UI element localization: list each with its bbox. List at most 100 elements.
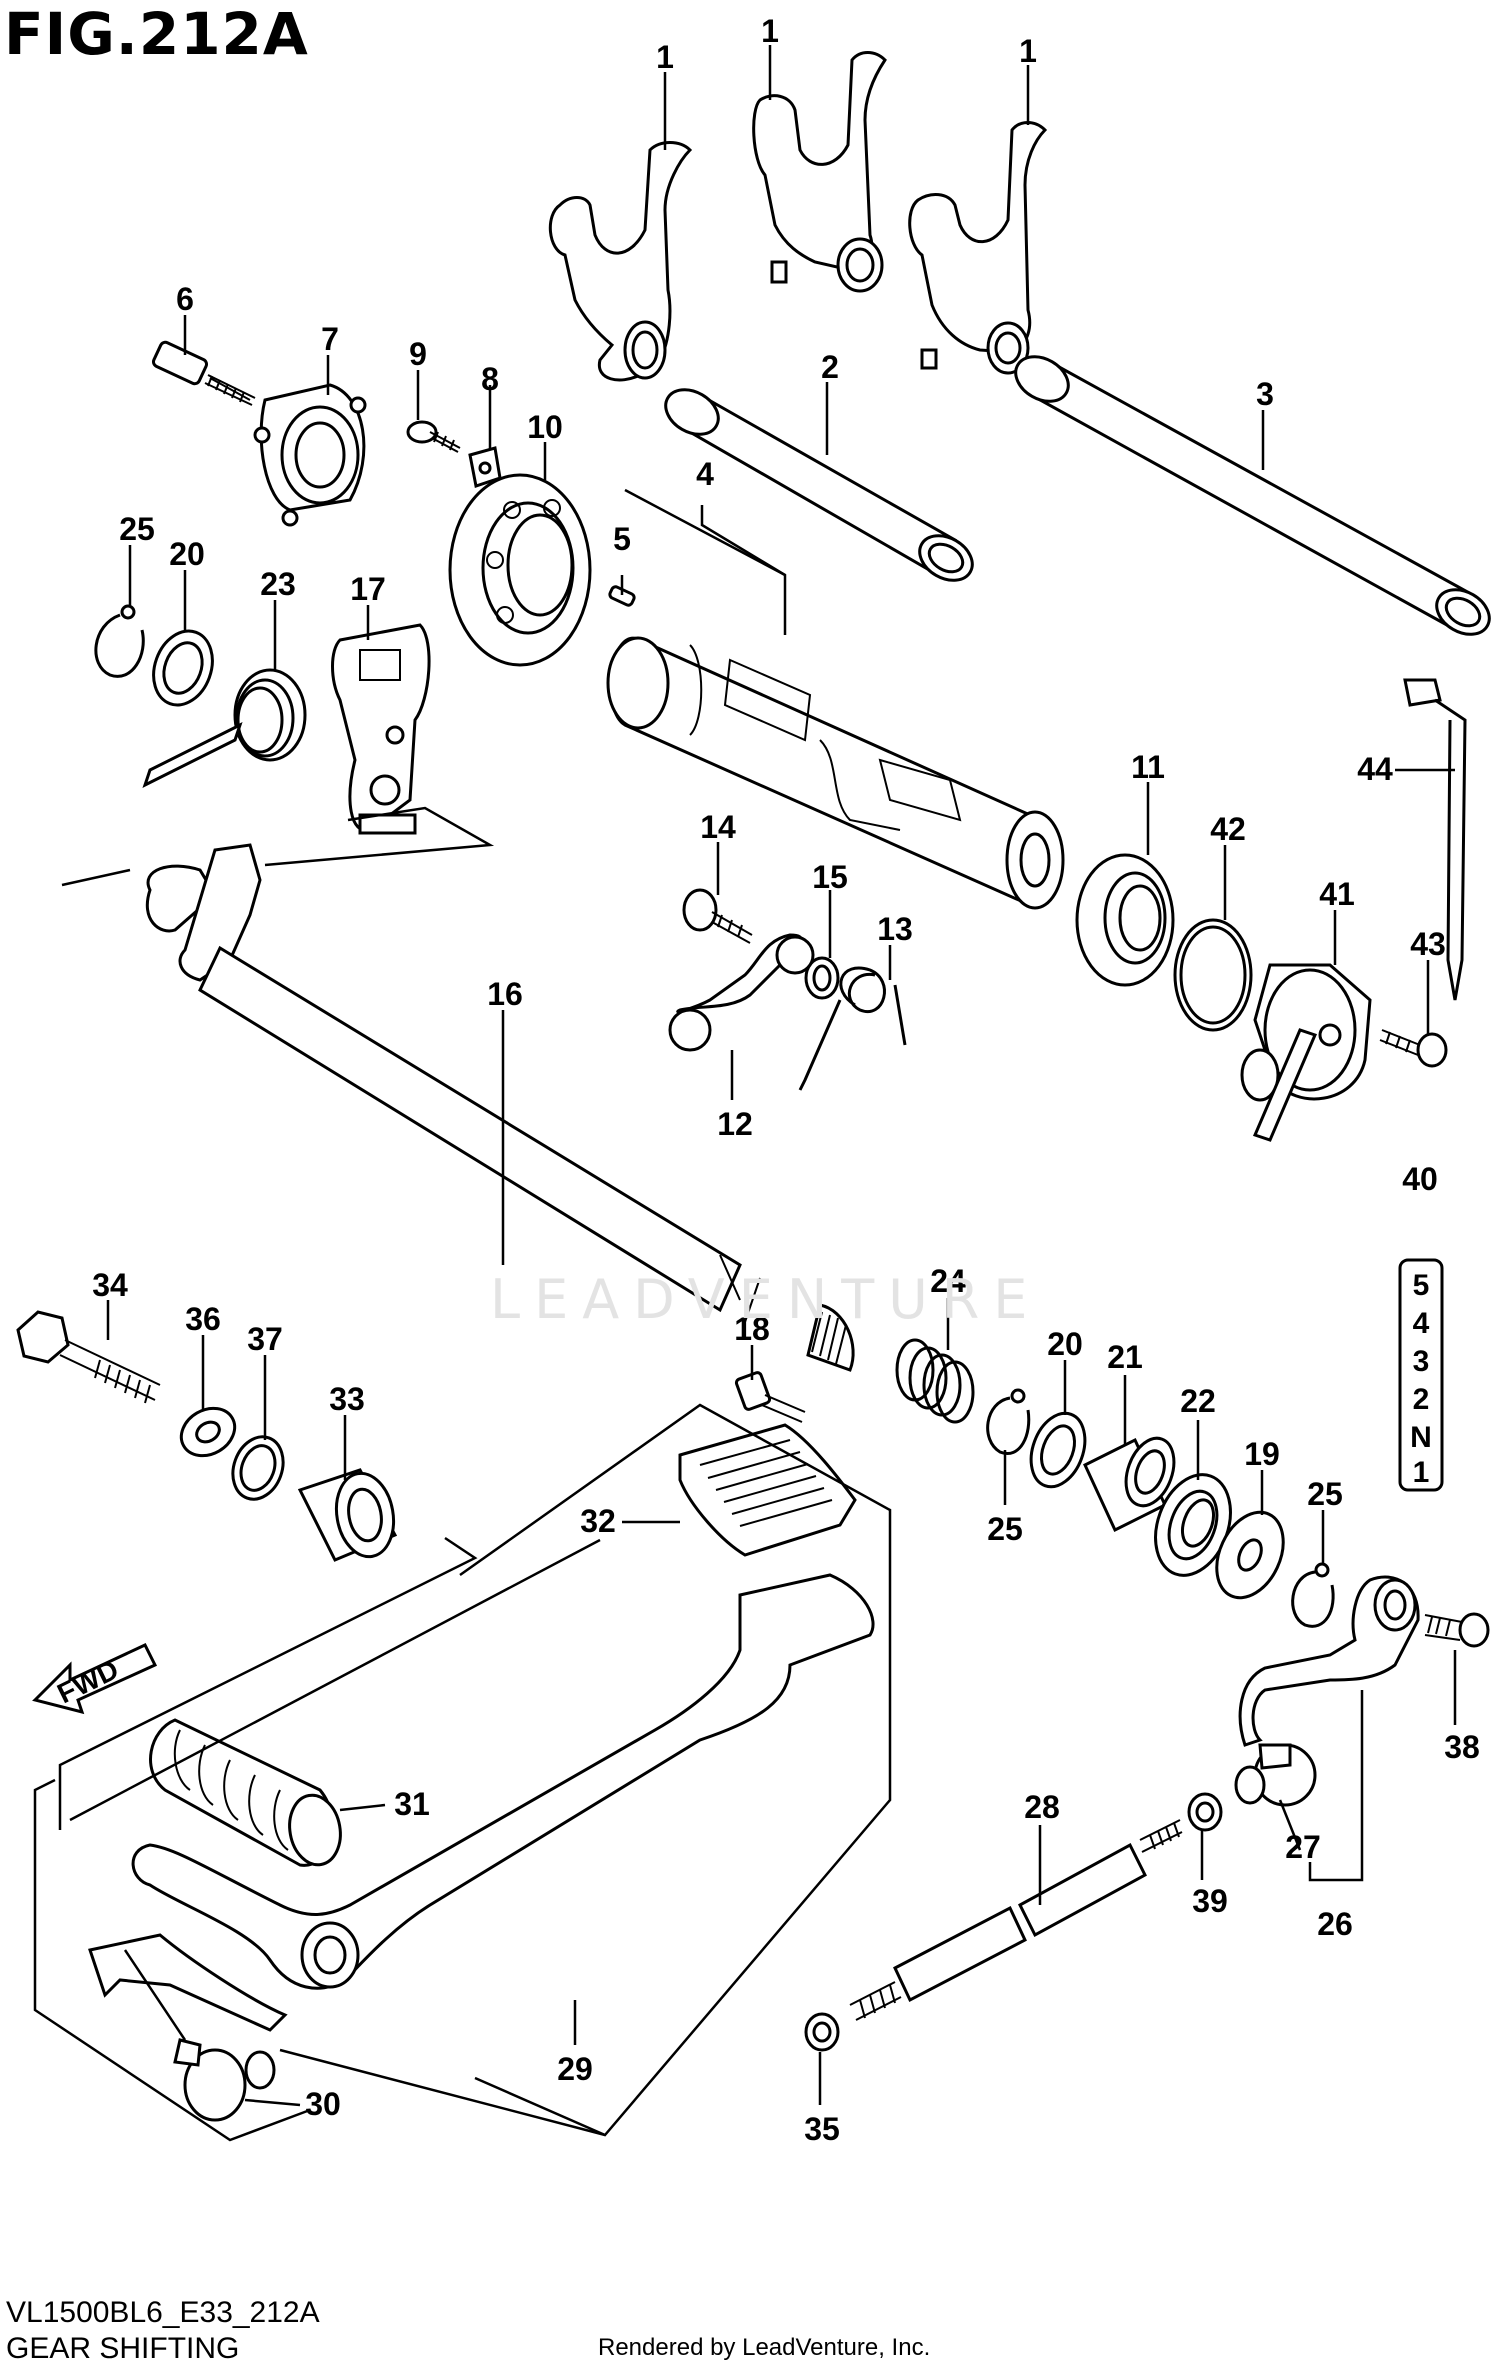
spring-13[interactable] <box>798 966 907 1091</box>
callout-32: 32 <box>580 1503 616 1539</box>
cam-stopper-12[interactable] <box>668 933 815 1052</box>
shift-rod-28[interactable] <box>849 1819 1183 2021</box>
callout-16: 16 <box>487 976 523 1012</box>
washer-20-upper[interactable] <box>144 623 223 714</box>
circlip-25-upper[interactable] <box>94 604 145 678</box>
fork-shaft-3[interactable] <box>1008 348 1497 644</box>
gear-position-switch-41[interactable] <box>1240 963 1372 1142</box>
callout-12: 12 <box>717 1106 753 1142</box>
gear-pos-1: 1 <box>1413 1456 1430 1489</box>
oil-seal-22[interactable] <box>1142 1464 1243 1586</box>
callout-4: 4 <box>696 456 714 492</box>
callout-23: 23 <box>260 566 296 602</box>
bolt-38[interactable] <box>1424 1612 1490 1648</box>
fork-shaft-2[interactable] <box>658 381 980 590</box>
spacer-33[interactable] <box>297 1468 400 1562</box>
cam-pin-5[interactable] <box>608 585 636 607</box>
callout-6: 6 <box>176 281 194 317</box>
gear-pos-5: 5 <box>1413 1269 1430 1302</box>
screw-9[interactable] <box>406 420 461 453</box>
o-ring-42[interactable] <box>1173 918 1253 1032</box>
pedal-rubber-32[interactable] <box>678 1423 857 1557</box>
washer-19[interactable] <box>1204 1502 1296 1609</box>
callout-15: 15 <box>812 859 848 895</box>
callout-14: 14 <box>700 809 736 845</box>
callout-8: 8 <box>481 361 499 397</box>
gearshift-cam-drum[interactable] <box>606 636 1065 910</box>
callout-41: 41 <box>1319 876 1355 912</box>
bolt-34[interactable] <box>16 1310 161 1404</box>
callout-25-middle: 25 <box>987 1511 1023 1547</box>
callout-29: 29 <box>557 2051 593 2087</box>
callout-1-middle: 1 <box>761 13 779 49</box>
render-credit: Rendered by LeadVenture, Inc. <box>598 2334 931 2361</box>
gear-pos-n: N <box>1410 1421 1432 1454</box>
watermark-text: LEADVENTURE <box>490 1268 1042 1331</box>
gear-shift-arm-plate-17[interactable] <box>331 623 431 835</box>
shift-fork-middle[interactable] <box>752 51 887 293</box>
callout-44: 44 <box>1357 751 1393 787</box>
callout-22: 22 <box>1180 1383 1216 1419</box>
gearshift-arm-26[interactable] <box>1238 1575 1420 1747</box>
gear-pos-4: 4 <box>1413 1307 1430 1340</box>
callout-1-left: 1 <box>656 39 674 75</box>
callout-21: 21 <box>1107 1339 1143 1375</box>
callout-35: 35 <box>804 2111 840 2147</box>
bearing-10[interactable] <box>448 473 592 667</box>
washer-15[interactable] <box>804 956 840 1000</box>
callout-36: 36 <box>185 1301 221 1337</box>
bolt-18[interactable] <box>734 1371 806 1423</box>
washer-36[interactable] <box>173 1399 243 1465</box>
gear-cam-stopper-7[interactable] <box>253 383 367 527</box>
callout-38: 38 <box>1444 1729 1480 1765</box>
callout-37: 37 <box>247 1321 283 1357</box>
nut-39[interactable] <box>1187 1792 1223 1832</box>
callout-34: 34 <box>92 1267 128 1303</box>
callout-20-lower: 20 <box>1047 1326 1083 1362</box>
bolt-14[interactable] <box>682 888 753 944</box>
callout-31: 31 <box>394 1786 430 1822</box>
callout-1-right: 1 <box>1019 33 1037 69</box>
circlip-25-lower[interactable] <box>1291 1562 1335 1628</box>
gearshift-lever-29[interactable] <box>88 1573 875 2032</box>
callout-27: 27 <box>1285 1829 1321 1865</box>
joint-27[interactable] <box>1234 1743 1317 1807</box>
leader-lines <box>106 45 1457 2107</box>
callout-13: 13 <box>877 911 913 947</box>
callout-20-upper: 20 <box>169 536 205 572</box>
callout-28: 28 <box>1024 1789 1060 1825</box>
callout-5: 5 <box>613 521 631 557</box>
gear-position-indicator-40[interactable]: 5 4 3 2 N 1 <box>1398 1258 1444 1492</box>
gear-pos-3: 3 <box>1413 1345 1430 1378</box>
bearing-11[interactable] <box>1075 853 1175 987</box>
joint-30[interactable] <box>173 2038 276 2122</box>
callout-19: 19 <box>1244 1436 1280 1472</box>
reference-frames <box>33 488 892 2142</box>
callout-42: 42 <box>1210 811 1246 847</box>
footpeg-rubber-31[interactable] <box>149 1718 346 1869</box>
callout-33: 33 <box>329 1381 365 1417</box>
lead-wire-44[interactable] <box>1403 678 1467 1001</box>
section-name: GEAR SHIFTING <box>6 2332 240 2365</box>
callout-25-upper: 25 <box>119 511 155 547</box>
bolt-43[interactable] <box>1379 1029 1448 1068</box>
model-code: VL1500BL6_E33_212A <box>6 2296 320 2329</box>
callout-25-lower: 25 <box>1307 1476 1343 1512</box>
callout-18: 18 <box>734 1311 770 1347</box>
washer-37[interactable] <box>225 1430 292 1507</box>
shift-fork-right[interactable] <box>908 121 1048 375</box>
callout-11: 11 <box>1131 749 1165 785</box>
nut-35[interactable] <box>804 2012 840 2052</box>
callout-43: 43 <box>1410 926 1446 962</box>
shift-fork-left[interactable] <box>548 141 693 382</box>
spring-24[interactable] <box>895 1338 975 1424</box>
callout-24: 24 <box>930 1263 966 1299</box>
gearshift-shaft-16[interactable] <box>145 843 855 1372</box>
return-spring-23[interactable] <box>142 668 307 788</box>
callout-2: 2 <box>821 349 839 385</box>
stopper-bolt-6[interactable] <box>151 340 256 406</box>
circlip-25-middle[interactable] <box>986 1388 1031 1455</box>
gear-pos-2: 2 <box>1413 1383 1430 1416</box>
washer-20-lower[interactable] <box>1022 1406 1095 1495</box>
